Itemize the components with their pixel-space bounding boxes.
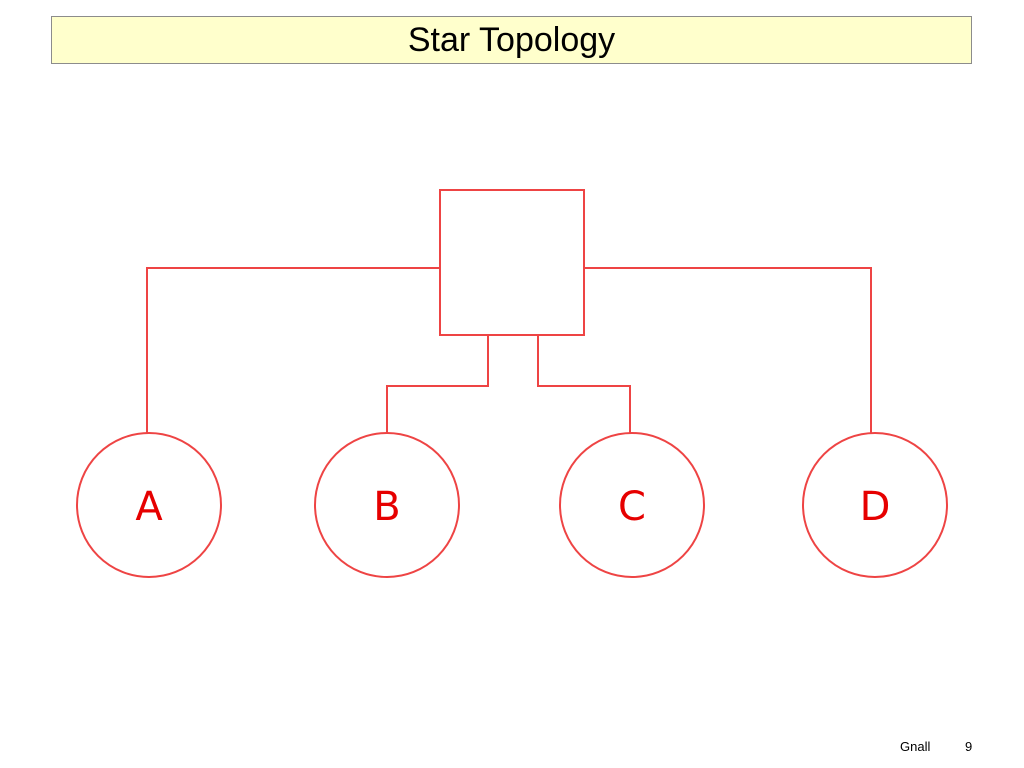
node-d: D [802,432,948,578]
node-circle [559,432,705,578]
link-hub-to-c [537,335,631,433]
node-circle [76,432,222,578]
slide-title: Star Topology [407,21,616,59]
page-number: 9 [965,739,973,754]
link-hub-to-a [146,267,440,433]
node-circle [314,432,460,578]
node-circle [802,432,948,578]
node-a: A [76,432,222,578]
node-b: B [314,432,460,578]
title-box: Star Topology [51,16,972,64]
node-label: B [373,484,400,530]
footer-author: Gnall [900,739,931,754]
node-c: C [559,432,705,578]
node-label: C [618,484,646,530]
node-label: D [860,484,891,530]
link-hub-to-b [386,335,489,433]
link-hub-to-d [584,267,872,433]
connection-lines [146,267,872,433]
node-label: A [135,484,163,530]
hub-box [439,189,585,336]
